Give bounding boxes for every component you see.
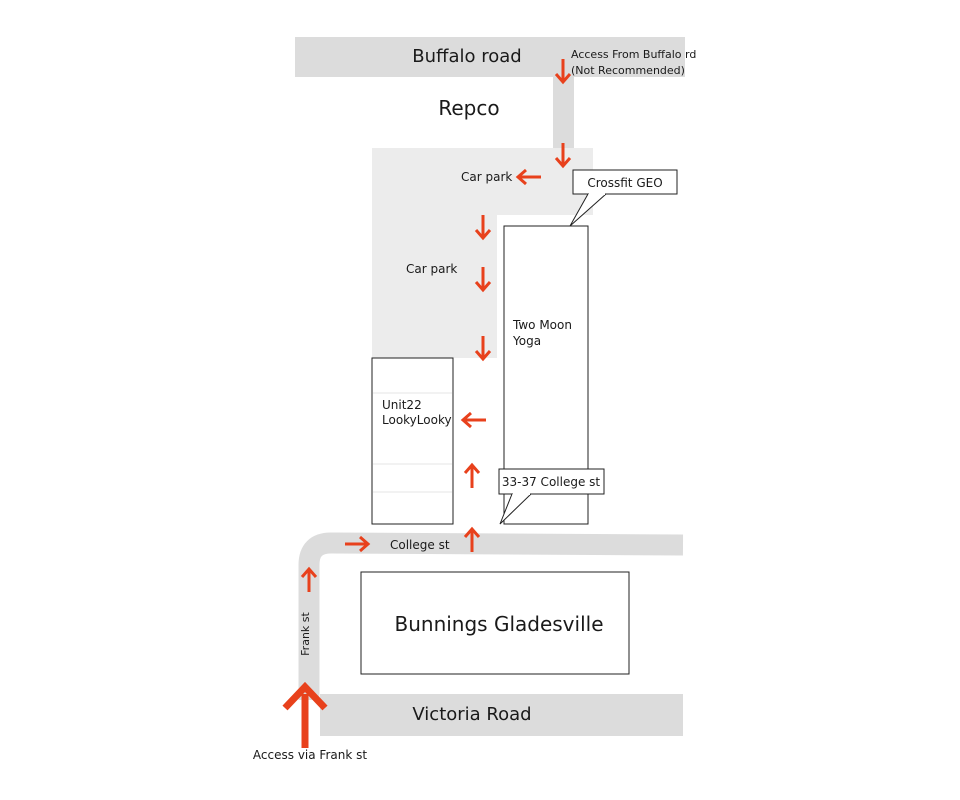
college-st-label: College st (390, 538, 450, 552)
two-moon-label-line1: Two Moon (512, 318, 572, 332)
bunnings-building (360, 571, 630, 675)
frank-college-street (298, 532, 684, 700)
college-address-callout: 33-37 College st (498, 468, 605, 525)
unit22-label-line2: LookyLooky (382, 413, 452, 427)
crossfit-label: Crossfit GEO (587, 176, 662, 190)
bunnings-label: Bunnings Gladesville (395, 612, 604, 636)
unit22-label-line1: Unit22 (382, 398, 422, 412)
frank-access-label: Access via Frank st (253, 748, 367, 762)
arrow-up-icon (463, 463, 481, 490)
two-moon-label-line2: Yoga (512, 334, 541, 348)
buffalo-access-line2: (Not Recommended) (571, 64, 685, 77)
car-park-top-label: Car park (461, 170, 512, 184)
car-park-area (372, 148, 593, 358)
arrow-up-icon (282, 681, 328, 748)
arrow-left-icon (461, 411, 488, 429)
crossfit-callout: Crossfit GEO (569, 169, 678, 227)
buffalo-access-lane (553, 77, 574, 149)
buffalo-access-line1: Access From Buffalo rd (571, 48, 696, 61)
victoria-road (320, 694, 683, 736)
car-park-mid-label: Car park (406, 262, 457, 276)
unit22-building (371, 357, 454, 525)
repco-label: Repco (438, 96, 499, 120)
frank-st-label: Frank st (299, 611, 312, 655)
victoria-road-label: Victoria Road (412, 704, 531, 725)
buffalo-road (295, 37, 685, 77)
buffalo-road-label: Buffalo road (412, 46, 521, 67)
college-address-label: 33-37 College st (502, 475, 601, 489)
